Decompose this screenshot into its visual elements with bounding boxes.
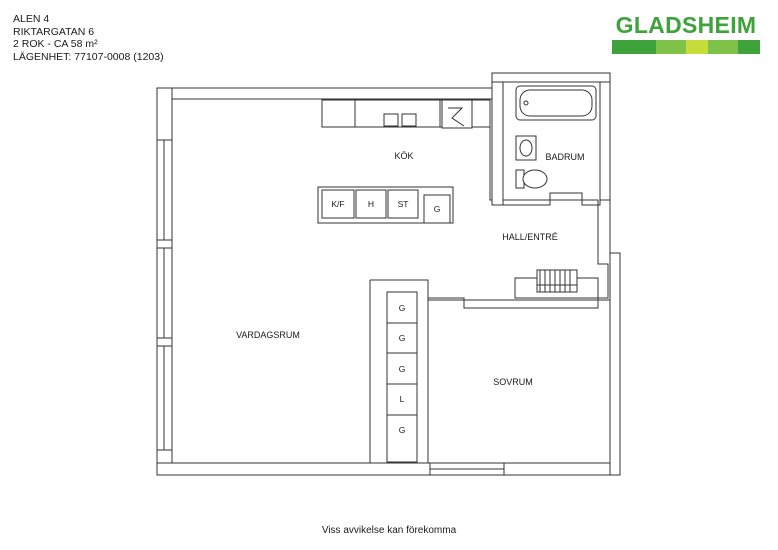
logo-bar-segment [685,40,709,54]
info-line-size: 2 ROK - CA 58 m² [13,38,98,50]
info-line-address-area: ALEN 4 [13,13,50,25]
info-line-apartment-number: LÄGENHET: 77107-0008 (1203) [13,50,164,63]
wall-segment [171,87,493,100]
bathtub-drain [523,100,529,106]
wall-segment [491,72,611,83]
vent-zigzag [448,107,465,127]
appliance-g-label: G [434,204,441,214]
appliance-g [423,194,451,224]
appliance-h [355,189,387,219]
wall-segment [599,81,611,201]
apartment-info: ALEN 4 RIKTARGATAN 6 2 ROK - CA 58 m² LÄ… [13,13,164,63]
wardrobe-column [386,291,418,463]
wall-segment [609,252,621,476]
appliance-st [387,189,419,219]
kitchen-sink [383,113,399,127]
room-label-kok: KÖK [394,151,413,161]
disclaimer-footer: Viss avvikelse kan förekomma [321,525,457,536]
appliance-h-label: H [368,199,374,209]
room-label-sovrum: SOVRUM [493,377,533,387]
gladsheim-logo: GLADSHEIM [612,10,760,56]
range-hood [441,99,473,129]
wardrobe-label: G [399,364,406,374]
logo-bar-segment [612,40,657,54]
kitchen-sink [401,113,417,127]
room-label-badrum: BADRUM [545,152,584,162]
wall-segment [156,462,621,476]
appliance-kf [321,189,355,219]
logo-color-bar [612,40,760,54]
room-label-vardagsrum: VARDAGSRUM [236,330,300,340]
appliance-st-label: ST [398,199,409,209]
logo-bar-segment [656,40,686,54]
wardrobe-label: G [399,303,406,313]
wardrobe-wall [369,279,429,463]
logo-bar-segment [708,40,738,54]
wardrobe-label: G [399,333,406,343]
info-line-street: RIKTARGATAN 6 [13,25,95,38]
room-label-hall: HALL/ENTRÉ [502,232,558,242]
logo-bar-segment [737,40,760,54]
wardrobe-label: L [400,394,405,404]
wall-segment [491,81,504,206]
toilet-bowl [522,169,548,189]
hall-shoe-rack [536,269,578,293]
logo-text: GLADSHEIM [615,12,757,38]
appliance-kf-label: K/F [331,199,344,209]
bathtub-inner [519,89,593,117]
wardrobe-label: G [399,425,406,435]
